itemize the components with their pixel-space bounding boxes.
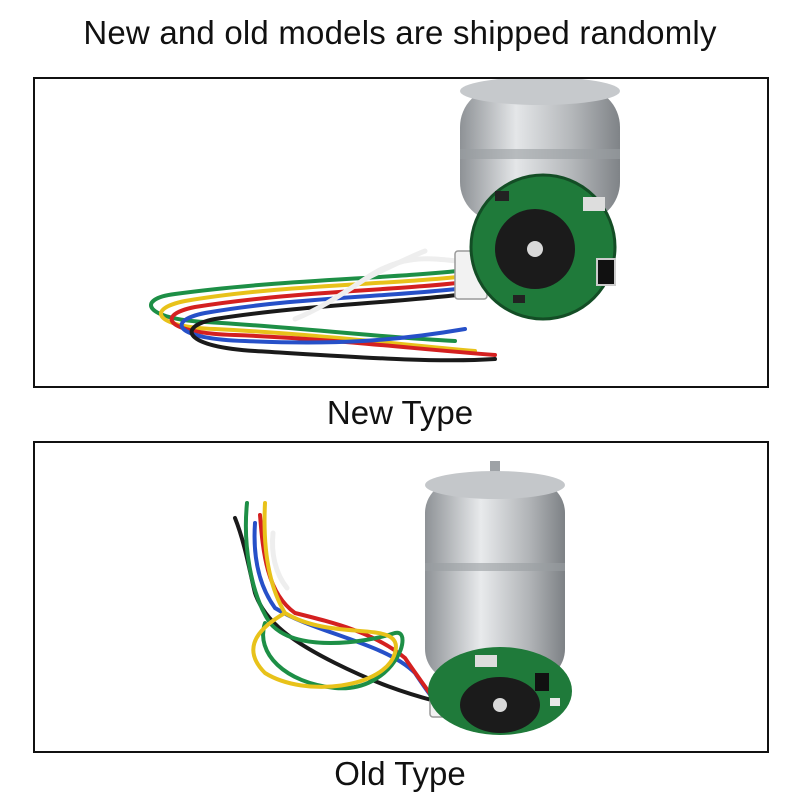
new-type-caption: New Type — [326, 394, 474, 431]
old-type-photo-frame — [33, 441, 769, 753]
encoder-magnet-disc — [460, 677, 540, 733]
old-type-caption: Old Type — [334, 755, 466, 792]
page-title: New and old models are shipped randomly — [83, 14, 717, 51]
encoder-magnet-disc — [495, 209, 575, 289]
wire-bundle — [149, 248, 497, 363]
new-type-motor-photo — [149, 79, 620, 363]
motor-can — [425, 471, 565, 681]
new-type-photo-frame — [33, 77, 769, 388]
wire-bundle — [233, 501, 437, 703]
old-type-motor-photo — [233, 461, 572, 735]
